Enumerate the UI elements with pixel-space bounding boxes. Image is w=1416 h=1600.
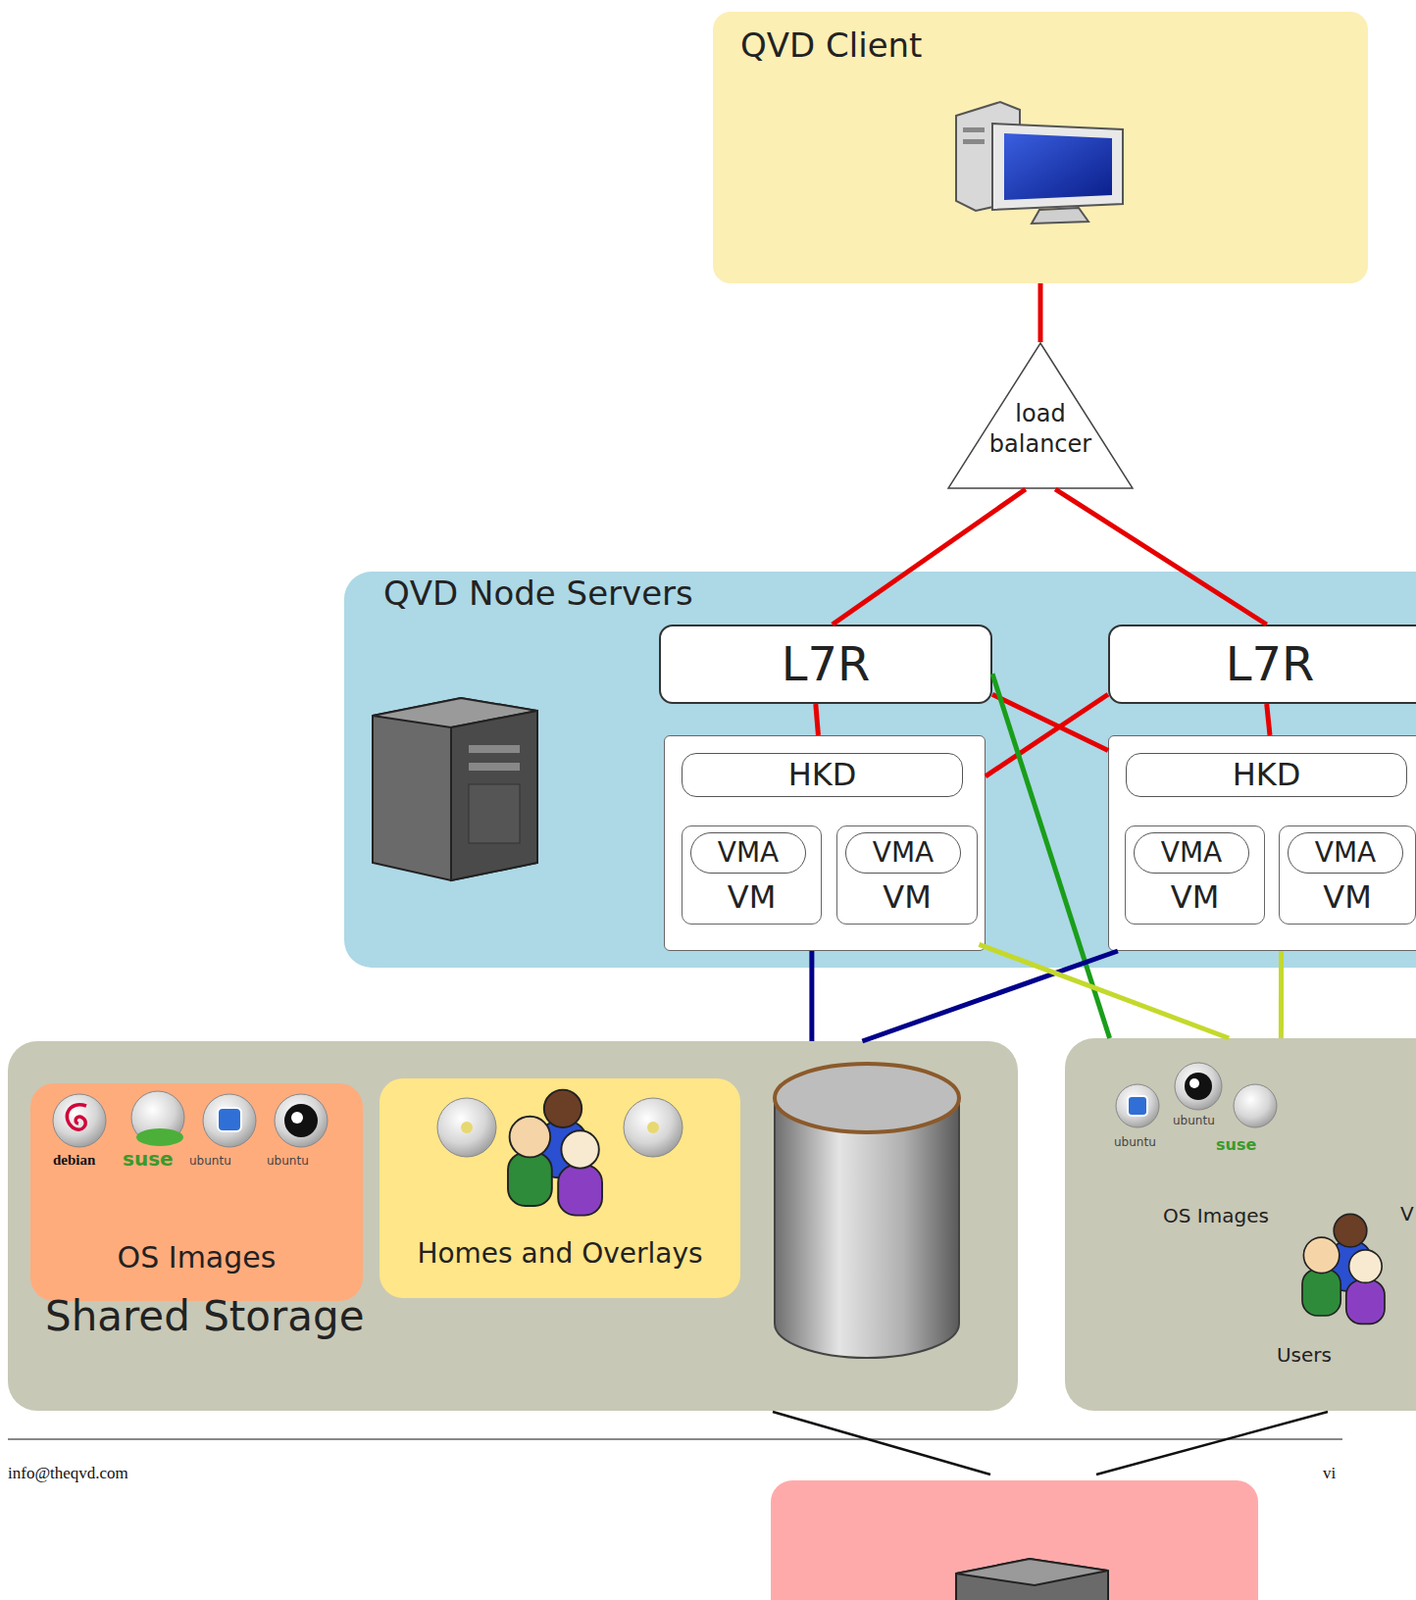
node-label: VMA bbox=[690, 832, 807, 874]
link-line bbox=[1096, 1412, 1328, 1475]
os-logos bbox=[52, 1091, 328, 1148]
connector bbox=[861, 951, 1118, 1042]
node-label: load balancer bbox=[976, 399, 1105, 460]
logo-label: suse bbox=[1215, 1135, 1257, 1155]
vm-images-icons bbox=[1115, 1062, 1385, 1324]
connector bbox=[832, 489, 1026, 625]
l7r-box: L7R bbox=[1108, 624, 1416, 705]
footer-rule bbox=[7, 1439, 1343, 1441]
homes-icons bbox=[437, 1090, 683, 1216]
connector bbox=[1266, 704, 1270, 736]
node-label: QVD Node Servers bbox=[383, 573, 694, 613]
vm-box: VMAVM bbox=[1278, 825, 1416, 925]
node-label: Users bbox=[1264, 1343, 1344, 1367]
logo-label: ubuntu bbox=[1172, 1113, 1215, 1128]
node-label: Shared Storage bbox=[45, 1292, 365, 1341]
vm-box: VMAVM bbox=[836, 825, 978, 925]
logo-label: ubuntu bbox=[266, 1154, 309, 1168]
node-label: L7R bbox=[660, 636, 991, 692]
load-balancer-triangle: load balancer bbox=[947, 342, 1134, 490]
node-label: L7R bbox=[1110, 636, 1416, 692]
link-line bbox=[772, 1412, 991, 1475]
node-label: VM bbox=[1125, 875, 1265, 919]
connector bbox=[992, 673, 1111, 1039]
computer-icon bbox=[956, 101, 1123, 224]
node-label: OS Images bbox=[1157, 1204, 1275, 1228]
node-label: Homes and Overlays bbox=[379, 1237, 741, 1270]
logo-label: ubuntu bbox=[1113, 1135, 1157, 1150]
vm-box: VMAVM bbox=[681, 825, 822, 925]
node-label: HKD bbox=[1125, 753, 1408, 798]
footer-text: vi bbox=[1322, 1464, 1336, 1484]
l7r-box: L7R bbox=[658, 624, 993, 705]
backend-server bbox=[770, 1480, 1259, 1600]
cut-label: V bbox=[1400, 1202, 1415, 1226]
connector bbox=[1038, 283, 1044, 343]
connector bbox=[815, 704, 819, 736]
node-label: VM bbox=[682, 875, 821, 919]
server-icon bbox=[372, 698, 538, 881]
logo-label: debian bbox=[52, 1152, 96, 1169]
node-label: VM bbox=[1279, 875, 1416, 919]
connector bbox=[809, 951, 814, 1042]
vm-box: VMAVM bbox=[1124, 825, 1265, 925]
connector bbox=[1278, 951, 1284, 1039]
footer-text: info@theqvd.com bbox=[7, 1464, 129, 1484]
node-label: VMA bbox=[1287, 832, 1404, 874]
node-label: HKD bbox=[681, 753, 963, 798]
hkd-container: HKDVMAVMVMAVM bbox=[663, 735, 986, 952]
node-label: QVD Client bbox=[740, 25, 922, 65]
connector bbox=[1055, 489, 1267, 625]
logo-label: suse bbox=[122, 1147, 174, 1171]
node-label: VM bbox=[837, 875, 977, 919]
hkd-container: HKDVMAVMVMAVM bbox=[1108, 735, 1416, 952]
node-label: OS Images bbox=[30, 1240, 363, 1275]
connector bbox=[978, 944, 1229, 1039]
node-label: VMA bbox=[1133, 832, 1250, 874]
storage-cylinder bbox=[774, 1063, 960, 1359]
node-label: VMA bbox=[845, 832, 961, 874]
logo-label: ubuntu bbox=[189, 1154, 232, 1168]
